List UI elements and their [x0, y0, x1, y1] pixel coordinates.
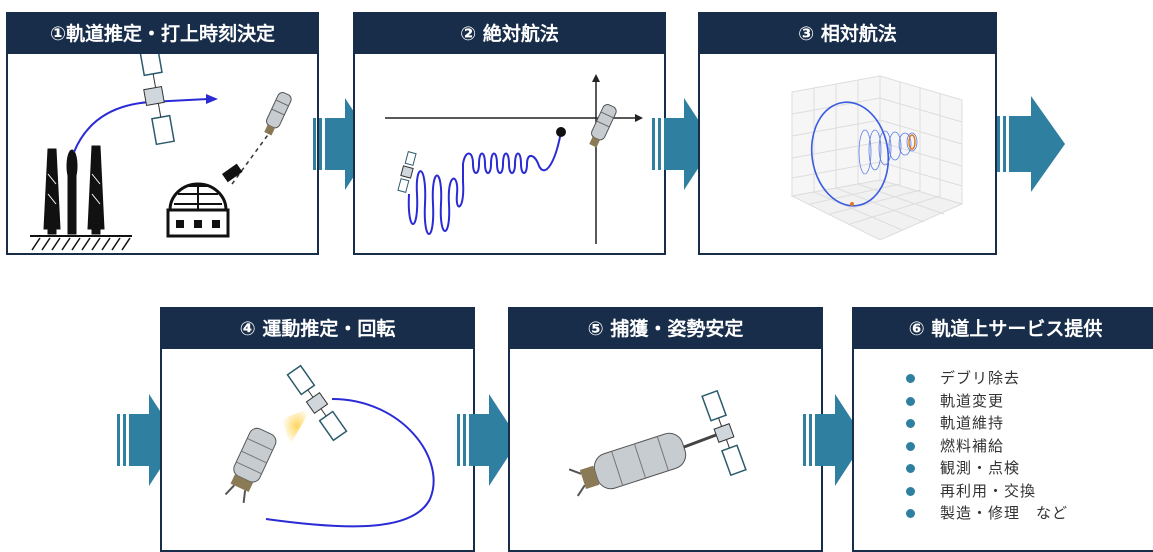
satellite-icon: [138, 54, 176, 146]
bullet-icon: [906, 509, 915, 518]
step-panel-on-orbit-services: ⑥ 軌道上サービス提供 デブリ除去 軌道変更 軌道維持 燃料補給 観測・点検 再…: [852, 307, 1153, 552]
step-title: ④ 運動推定・回転: [162, 309, 473, 349]
launch-tower-icon: [30, 145, 132, 251]
list-item: 製造・修理 など: [902, 502, 1068, 525]
service-label: 再利用・交換: [940, 481, 1037, 500]
process-arrow-icon: [803, 394, 865, 486]
bullet-icon: [906, 419, 915, 428]
bullet-icon: [906, 396, 915, 406]
service-label: 観測・点検: [940, 459, 1021, 477]
relative-orbit-ellipse: [810, 101, 890, 207]
process-arrow-icon: [997, 96, 1065, 192]
list-item: デブリ除去: [902, 367, 1068, 390]
spiral-trajectory: [407, 131, 562, 235]
step-illustration-rotation: [162, 349, 473, 550]
target-spacecraft-icon: [264, 92, 292, 136]
step-illustration-capture: [510, 349, 821, 550]
list-item: 観測・点検: [902, 457, 1068, 480]
launch-trajectory: [73, 98, 209, 153]
bullet-icon: [906, 486, 915, 496]
satellite-icon: [397, 151, 417, 193]
captured-spacecraft-icon: [568, 432, 687, 497]
service-list-area: デブリ除去 軌道変更 軌道維持 燃料補給 観測・点検 再利用・交換 製造・修理 …: [854, 349, 1153, 550]
service-label: 燃料補給: [940, 436, 1005, 455]
step-title: ⑥ 軌道上サービス提供: [854, 309, 1153, 349]
approach-trajectory: [265, 398, 435, 528]
step-title: ①軌道推定・打上時刻決定: [8, 14, 317, 54]
target-spacecraft-icon: [224, 427, 277, 504]
step-illustration-3d-plot: [700, 54, 995, 253]
step-panel-orbit-determination: ①軌道推定・打上時刻決定: [6, 12, 319, 255]
service-label: 軌道維持: [940, 414, 1005, 432]
step-illustration-absolute-navigation: [355, 54, 664, 253]
step-panel-motion-estimation: ④ 運動推定・回転: [160, 307, 475, 552]
service-label: デブリ除去: [940, 369, 1021, 387]
service-label: 軌道変更: [940, 391, 1005, 410]
list-item: 軌道維持: [902, 412, 1068, 435]
bullet-icon: [906, 374, 915, 383]
process-arrow-icon: [457, 394, 519, 486]
satellite-icon: [701, 389, 747, 477]
step-panel-absolute-navigation: ② 絶対航法: [353, 12, 666, 255]
satellite-icon: [286, 364, 348, 442]
bullet-icon: [906, 441, 915, 451]
service-label: 製造・修理 など: [940, 504, 1069, 522]
step-title: ③ 相対航法: [700, 14, 995, 54]
bullet-icon: [906, 464, 915, 473]
step-title: ⑤ 捕獲・姿勢安定: [510, 309, 821, 349]
list-item: 軌道変更: [902, 390, 1068, 413]
service-list: デブリ除去 軌道変更 軌道維持 燃料補給 観測・点検 再利用・交換 製造・修理 …: [902, 367, 1068, 525]
observatory-icon: [166, 163, 243, 238]
list-item: 燃料補給: [902, 435, 1068, 458]
target-spacecraft-icon: [589, 104, 617, 148]
step-panel-relative-navigation: ③ 相対航法: [698, 12, 997, 255]
step-panel-capture-stabilization: ⑤ 捕獲・姿勢安定: [508, 307, 823, 552]
list-item: 再利用・交換: [902, 480, 1068, 503]
step-title: ② 絶対航法: [355, 14, 664, 54]
step-illustration-launch: [8, 54, 317, 253]
